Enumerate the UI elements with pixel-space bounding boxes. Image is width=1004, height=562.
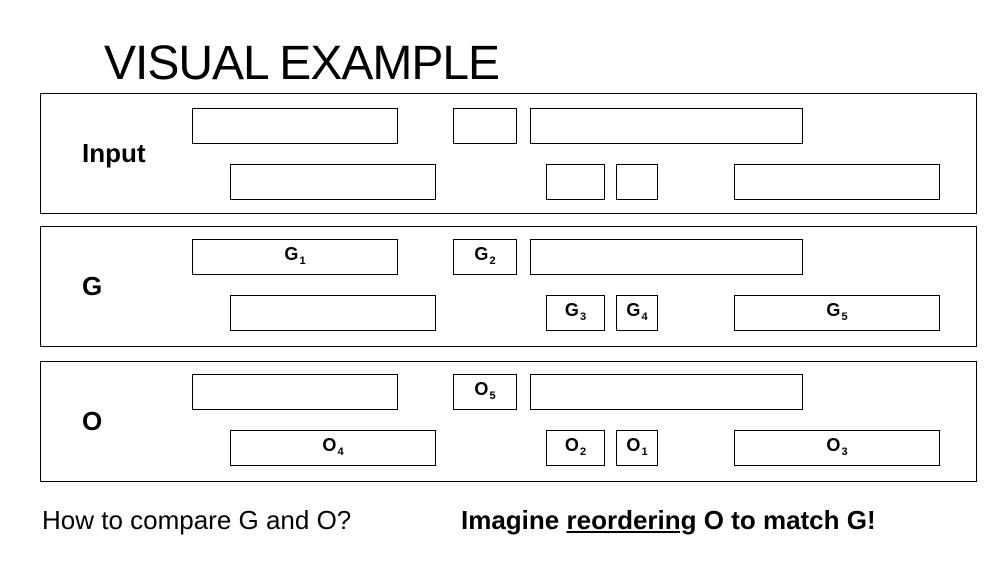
g-segment-empty-row2 [230, 295, 436, 331]
input-segment-row2-c [616, 164, 658, 200]
g-segment-3-label: G3 [564, 299, 587, 323]
g-segment-4: G4 [616, 295, 658, 331]
g-segment-1: G1 [192, 239, 398, 275]
o-panel: O O5 O4 O2 O1 O3 [40, 361, 977, 482]
o-segment-5-label: O5 [474, 378, 496, 402]
hint-suffix: O to match G! [696, 505, 876, 535]
o-segment-1: O1 [616, 430, 658, 466]
input-segment-row1-b [453, 108, 517, 144]
hint-prefix: Imagine [461, 505, 567, 535]
o-segment-empty [192, 374, 398, 410]
o-panel-label: O [82, 406, 103, 436]
g-segment-1-label: G1 [284, 243, 306, 267]
input-segment-row1-c [530, 108, 803, 144]
o-segment-4-label: O4 [322, 434, 344, 458]
o-segment-3-label: O3 [826, 434, 848, 458]
g-segment-2: G2 [453, 239, 517, 275]
o-segment-4: O4 [230, 430, 436, 466]
g-segment-5-label: G5 [826, 299, 848, 323]
g-segment-empty [530, 239, 803, 275]
g-segment-3: G3 [546, 295, 605, 331]
footer-hint: Imagine reordering O to match G! [461, 503, 876, 537]
hint-underlined-word: reordering [566, 505, 697, 535]
input-segment-row2-d [734, 164, 940, 200]
input-panel-label: Input [82, 138, 146, 168]
footer-question: How to compare G and O? [42, 505, 352, 535]
g-segment-5: G5 [734, 295, 940, 331]
g-panel: G G1 G2 G3 G4 G5 [40, 226, 977, 347]
o-segment-1-label: O1 [626, 434, 648, 458]
g-panel-label: G [82, 271, 103, 301]
slide-title: VISUAL EXAMPLE [104, 37, 500, 90]
g-segment-2-label: G2 [474, 243, 496, 267]
input-panel: Input [40, 93, 977, 214]
o-segment-5: O5 [453, 374, 517, 410]
input-segment-row1-a [192, 108, 398, 144]
o-segment-2: O2 [546, 430, 605, 466]
g-segment-4-label: G4 [626, 299, 648, 323]
o-segment-3: O3 [734, 430, 940, 466]
o-segment-empty-wide [530, 374, 803, 410]
input-segment-row2-b [546, 164, 605, 200]
input-segment-row2-a [230, 164, 436, 200]
o-segment-2-label: O2 [564, 434, 587, 458]
